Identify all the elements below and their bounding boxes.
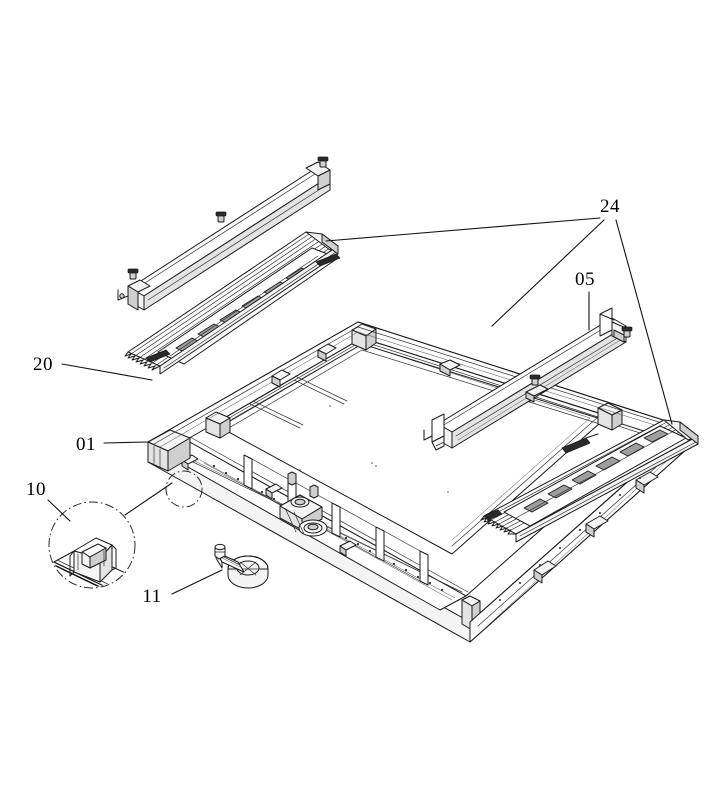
callout-24: 24 <box>325 196 673 425</box>
part-crank-handle <box>214 543 269 589</box>
detail-enlarged-circle <box>48 501 136 589</box>
interior-marks <box>299 405 449 493</box>
callout-05: 05 <box>575 269 595 331</box>
callout-label-05: 05 <box>575 269 595 290</box>
upper-rail-left-bracket <box>117 279 151 311</box>
support-rail-right-end <box>599 307 627 343</box>
grille-right-end-caps <box>483 419 699 521</box>
part-support-rail-right <box>423 307 633 451</box>
center-hub-assembly <box>279 494 328 537</box>
detail-view-10 <box>48 470 203 589</box>
screw-upper-rail-left <box>127 268 139 280</box>
leader-line-01-1 <box>103 441 149 444</box>
louvre-vanes-right <box>515 429 673 519</box>
leader-line-24-1 <box>325 217 601 242</box>
detail-source-circle <box>165 470 203 508</box>
leader-line-20-1 <box>61 363 153 381</box>
leader-line-10-1 <box>47 499 71 522</box>
callout-label-01: 01 <box>76 434 96 455</box>
callout-01: 01 <box>76 434 149 455</box>
callout-label-24: 24 <box>600 196 620 217</box>
screw-upper-rail-right <box>317 156 329 168</box>
part-louvered-fin-grille-left <box>124 231 341 375</box>
callout-label-20: 20 <box>33 354 53 375</box>
detail-clip-geometry <box>51 537 133 587</box>
grille-left-right-end <box>305 231 341 267</box>
grille-left-left-end <box>145 349 171 363</box>
leader-line-24-2 <box>491 219 605 327</box>
support-rail-left-end <box>423 413 445 451</box>
callout-label-10: 10 <box>26 479 46 500</box>
rail05-mount-pad-side <box>525 391 535 403</box>
fin-ends-right <box>480 515 517 535</box>
part-upper-flat-rail <box>117 156 331 311</box>
part-louvered-fin-grille-right <box>480 419 699 543</box>
callout-layer: 24 05 20 01 10 11 <box>26 196 673 607</box>
upper-rail-right-bracket <box>305 161 331 191</box>
fin-ends-left <box>124 351 161 371</box>
inner-cross-members <box>249 376 348 429</box>
front-rail-clips <box>181 454 357 557</box>
callout-20: 20 <box>33 354 153 381</box>
chassis-left-endcap <box>147 429 191 472</box>
screw-upper-rail-middle <box>215 211 227 223</box>
leader-line-11-1 <box>171 569 223 595</box>
callout-label-11: 11 <box>142 586 161 607</box>
screw-rail05-middle <box>529 374 541 386</box>
leader-line-24-3 <box>615 219 673 425</box>
callout-11: 11 <box>142 569 223 607</box>
screw-rail05-right <box>621 326 633 338</box>
clip-right-grille <box>561 437 591 454</box>
screw-boss-group <box>287 471 319 499</box>
callout-10: 10 <box>26 479 71 522</box>
right-rail-clips <box>533 471 659 584</box>
detail-connector-line <box>124 482 173 516</box>
